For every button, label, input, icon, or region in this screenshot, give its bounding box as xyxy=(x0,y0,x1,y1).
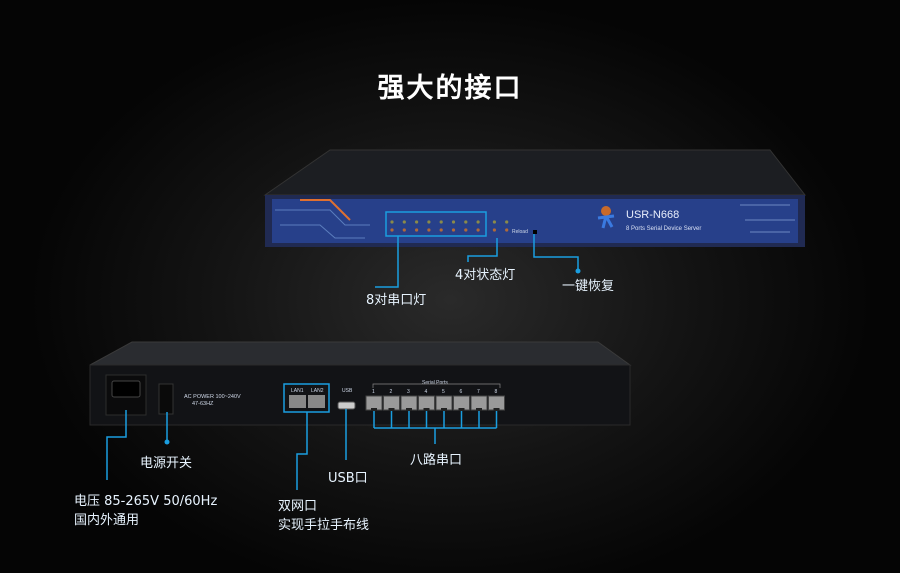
callout-usb: USB口 xyxy=(328,471,368,486)
callout-lan-line2: 实现手拉手布线 xyxy=(278,518,370,533)
callout-status-leds: 4对状态灯 xyxy=(455,268,516,283)
power-spec: AC POWER 100~240V xyxy=(184,394,241,400)
serial-port-number: 6 xyxy=(460,389,463,395)
serial-port-8[interactable] xyxy=(488,395,505,411)
reload-label: Reload xyxy=(512,229,528,235)
led-indicator xyxy=(415,220,419,224)
led-indicator xyxy=(505,220,509,224)
serial-port-number: 4 xyxy=(425,389,428,395)
serial-port-7[interactable] xyxy=(470,395,488,411)
led-indicator xyxy=(439,228,443,232)
serial-port-4[interactable] xyxy=(418,395,435,411)
led-indicator xyxy=(492,220,496,224)
front-device: Reload USR-N668 8 Ports Serial Device Se… xyxy=(263,149,807,288)
led-indicator xyxy=(451,220,456,224)
callout-reset: 一键恢复 xyxy=(562,279,615,294)
serial-port-1[interactable] xyxy=(365,395,383,411)
led-indicator xyxy=(492,228,496,232)
serial-port-number: 3 xyxy=(407,389,410,395)
callout-serial-ports: 八路串口 xyxy=(410,453,463,468)
serial-port-number: 1 xyxy=(372,389,375,395)
led-indicator xyxy=(390,228,394,232)
serial-port-2[interactable] xyxy=(383,395,400,411)
usb-label: USB xyxy=(342,388,353,394)
model-subtitle: 8 Ports Serial Device Server xyxy=(626,226,701,232)
callout-voltage-line1: 电压 85-265V 50/60Hz xyxy=(74,494,218,509)
serial-port-number: 7 xyxy=(477,389,480,395)
callout-lan-line1: 双网口 xyxy=(278,499,318,514)
led-indicator xyxy=(390,220,394,224)
led-indicator xyxy=(415,228,419,232)
led-indicator xyxy=(505,228,509,232)
serial-led-box xyxy=(385,211,487,237)
led-indicator xyxy=(402,228,406,232)
led-indicator xyxy=(476,228,480,232)
brand-logo-icon xyxy=(601,206,611,216)
back-device: AC POWER 100~240V 47-63HZ LAN1 LAN2 USB … xyxy=(89,341,632,490)
led-indicator xyxy=(476,220,480,224)
led-indicator xyxy=(439,220,443,224)
serial-port-6[interactable] xyxy=(453,395,470,411)
serial-port-3[interactable] xyxy=(400,395,418,411)
serial-port-5[interactable] xyxy=(435,395,453,411)
callout-voltage-line2: 国内外通用 xyxy=(74,513,140,528)
usb-port[interactable] xyxy=(337,401,356,410)
page-title: 强大的接口 xyxy=(377,73,523,104)
led-indicator xyxy=(402,220,406,224)
lan1-label: LAN1 xyxy=(291,388,304,394)
lan2-label: LAN2 xyxy=(311,388,324,394)
callout-power-switch: 电源开关 xyxy=(140,456,193,471)
callout-serial-leds: 8对串口灯 xyxy=(366,293,427,308)
power-freq: 47-63HZ xyxy=(192,401,214,407)
lan1-port[interactable] xyxy=(289,395,306,408)
serial-port-number: 8 xyxy=(495,389,498,395)
front-panel xyxy=(272,199,798,243)
model-name: USR-N668 xyxy=(626,209,679,221)
lan2-port[interactable] xyxy=(308,395,325,408)
power-switch[interactable] xyxy=(158,383,174,415)
led-indicator xyxy=(464,220,468,224)
led-indicator xyxy=(427,228,431,232)
reload-button[interactable] xyxy=(533,230,537,234)
serial-ports-label: Serial Ports xyxy=(422,380,448,386)
led-indicator xyxy=(427,220,431,224)
led-indicator xyxy=(464,228,468,232)
serial-port-number: 5 xyxy=(442,389,445,395)
serial-port-number: 2 xyxy=(390,389,393,395)
led-indicator xyxy=(451,228,456,232)
